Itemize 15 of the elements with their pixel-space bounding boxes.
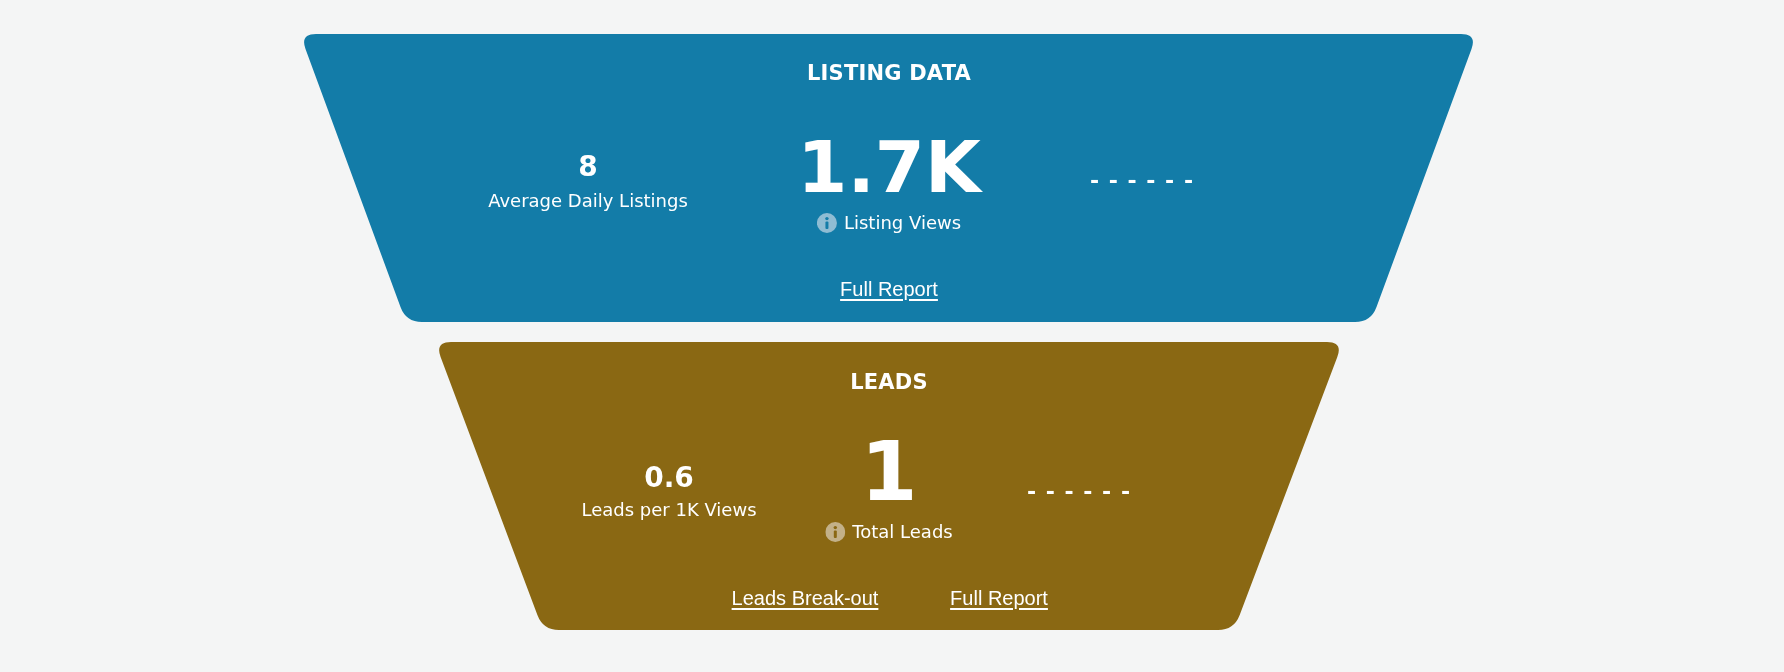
breakout-link: Leads Break-out (731, 587, 879, 609)
metric-value: 0.6 (644, 462, 694, 494)
metric-label: Average Daily Listings (488, 191, 688, 211)
metric-label: Leads per 1K Views (581, 500, 757, 520)
report-link: Full Report (840, 278, 938, 300)
metric-label: Listing Views (843, 213, 962, 233)
metric-value: 1 (860, 435, 918, 509)
placeholder-dashes: - - - - - - (1089, 168, 1195, 194)
metric-value: 8 (578, 151, 598, 183)
stage-heading: LEADS (850, 371, 928, 395)
report-link: Full Report (950, 587, 1048, 609)
metric-value: 1.7K (797, 134, 981, 200)
stage-heading: LISTING DATA (807, 62, 971, 86)
placeholder-dashes: - - - - - - (1026, 479, 1132, 505)
metric-label: Total Leads (852, 522, 953, 542)
